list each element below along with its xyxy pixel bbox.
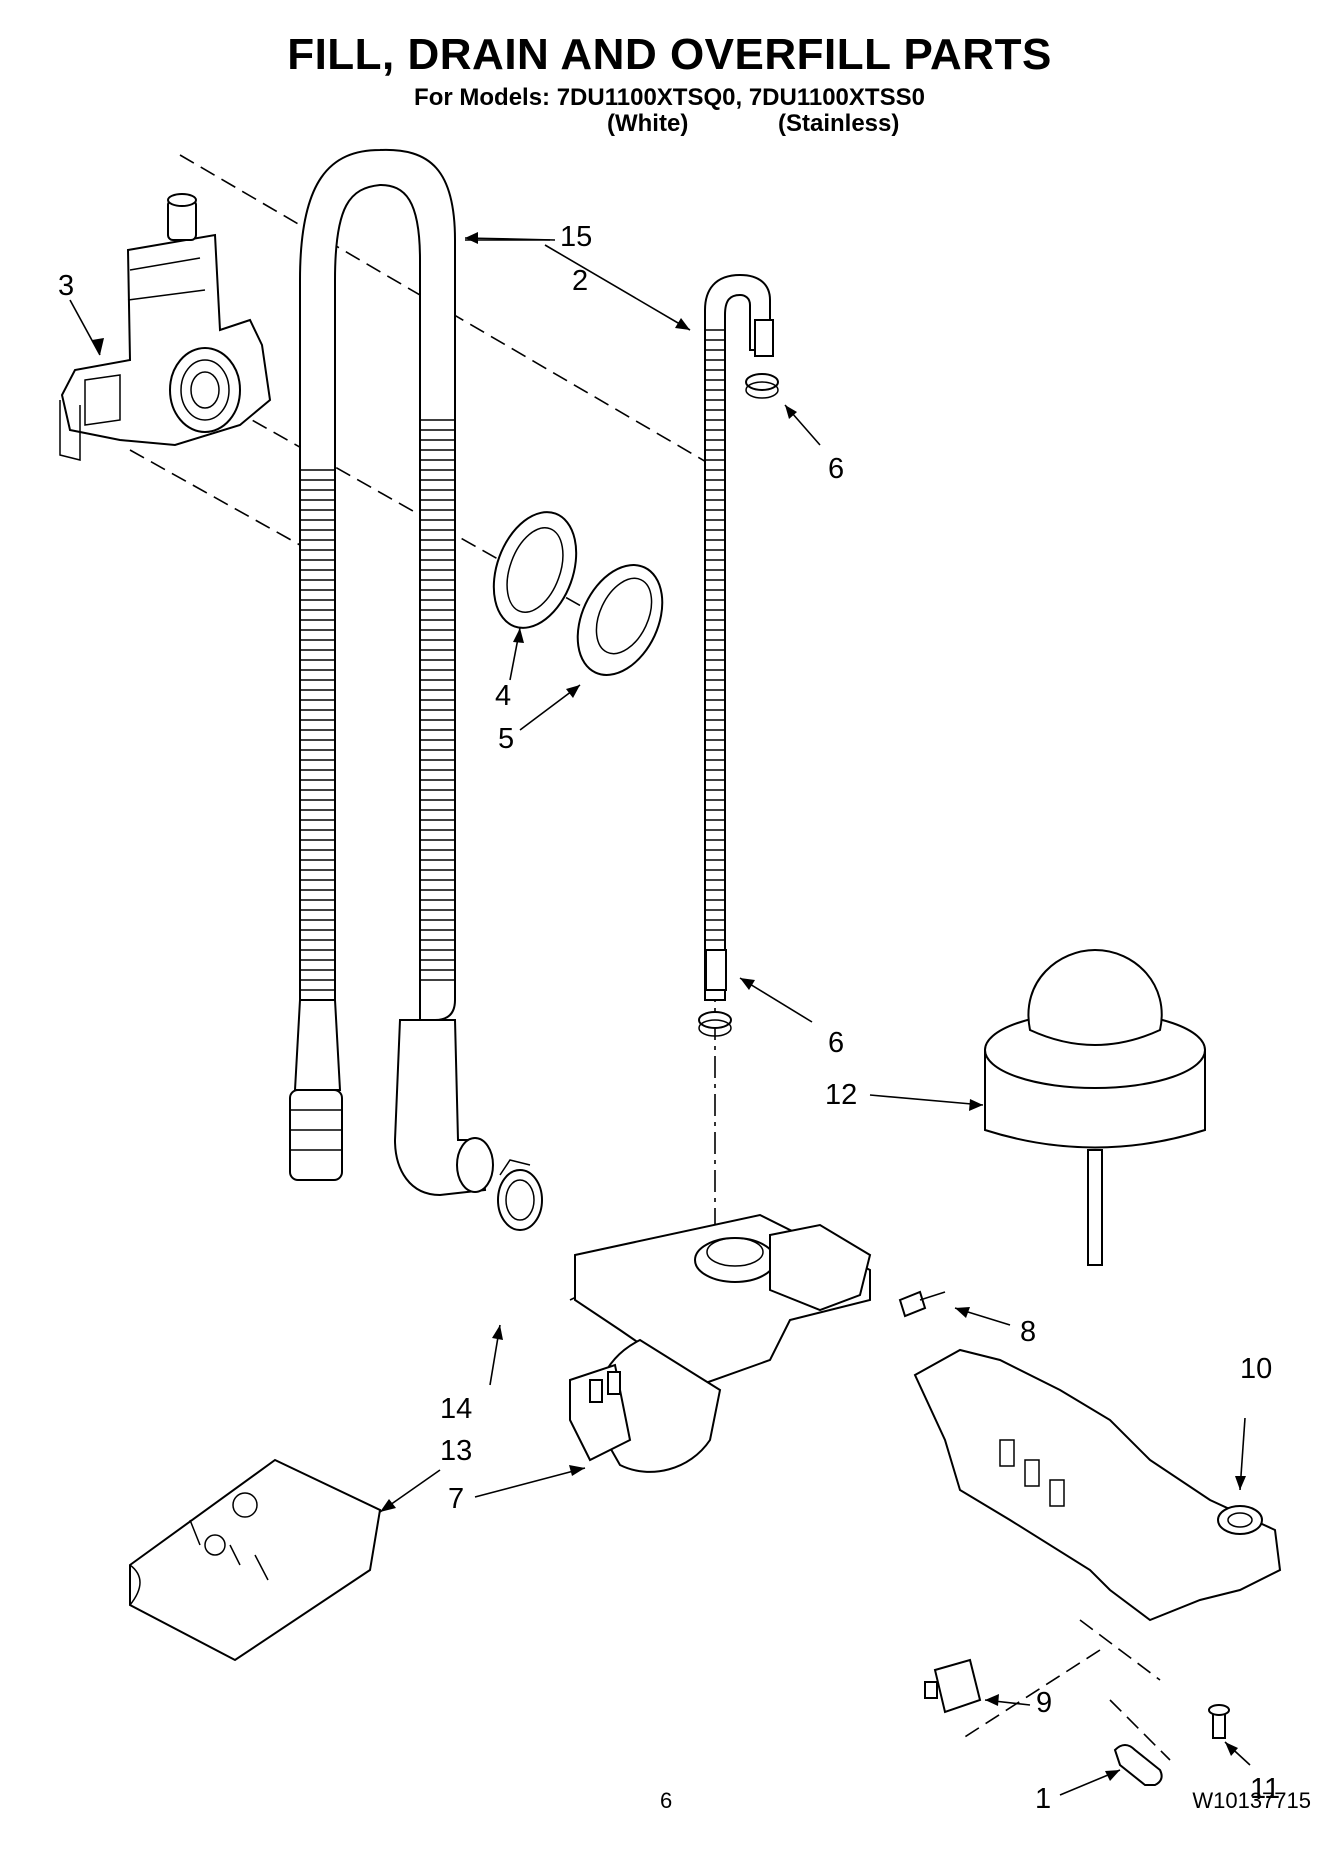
variant-white: (White) bbox=[607, 110, 689, 137]
part-6-clamp-upper bbox=[745, 373, 779, 399]
part-1-lever bbox=[1113, 1744, 1163, 1786]
part-3-air-gap-assembly bbox=[59, 193, 272, 461]
part-2-fill-hose bbox=[704, 273, 774, 1001]
part-7-inlet-valve bbox=[569, 1213, 872, 1473]
callout-6-upper: 6 bbox=[828, 453, 844, 485]
callout-6-lower: 6 bbox=[828, 1027, 844, 1059]
part-10-switch-bracket bbox=[913, 1348, 1282, 1622]
part-5-nut bbox=[576, 564, 664, 676]
callout-14: 14 bbox=[440, 1393, 472, 1425]
page-number: 6 bbox=[660, 1788, 673, 1813]
callout-1: 1 bbox=[1035, 1783, 1051, 1815]
callout-3: 3 bbox=[58, 270, 74, 302]
part-14-clamp bbox=[497, 1159, 543, 1231]
part-4-washer bbox=[492, 511, 578, 629]
part-15-drain-hose bbox=[289, 148, 494, 1197]
callout-13: 13 bbox=[440, 1435, 472, 1467]
callout-12: 12 bbox=[825, 1079, 857, 1111]
part-11-screw bbox=[1208, 1704, 1230, 1739]
leader-lines bbox=[69, 232, 1251, 1796]
callout-labels: 3 15 2 6 4 5 6 12 8 10 14 13 7 9 1 11 bbox=[58, 221, 1280, 1815]
part-13-parts-bag bbox=[129, 1458, 382, 1662]
callout-5: 5 bbox=[498, 723, 514, 755]
part-8-screw bbox=[898, 1290, 946, 1318]
part-12-float bbox=[984, 948, 1206, 1266]
callout-4: 4 bbox=[495, 680, 511, 712]
callout-2: 2 bbox=[572, 265, 588, 297]
part-6-clamp-lower bbox=[698, 1011, 732, 1037]
callout-15: 15 bbox=[560, 221, 592, 253]
callout-11: 11 bbox=[1250, 1773, 1280, 1805]
callout-7: 7 bbox=[448, 1483, 464, 1515]
models-line: For Models: 7DU1100XTSQ0, 7DU1100XTSS0 bbox=[414, 84, 925, 111]
callout-10: 10 bbox=[1240, 1353, 1272, 1385]
variant-stainless: (Stainless) bbox=[778, 110, 900, 137]
callout-8: 8 bbox=[1020, 1316, 1036, 1348]
part-9-switch bbox=[924, 1658, 982, 1714]
page-title: FILL, DRAIN AND OVERFILL PARTS bbox=[287, 30, 1052, 79]
callout-9: 9 bbox=[1036, 1687, 1052, 1719]
document-number: W10137715 bbox=[1192, 1788, 1311, 1813]
